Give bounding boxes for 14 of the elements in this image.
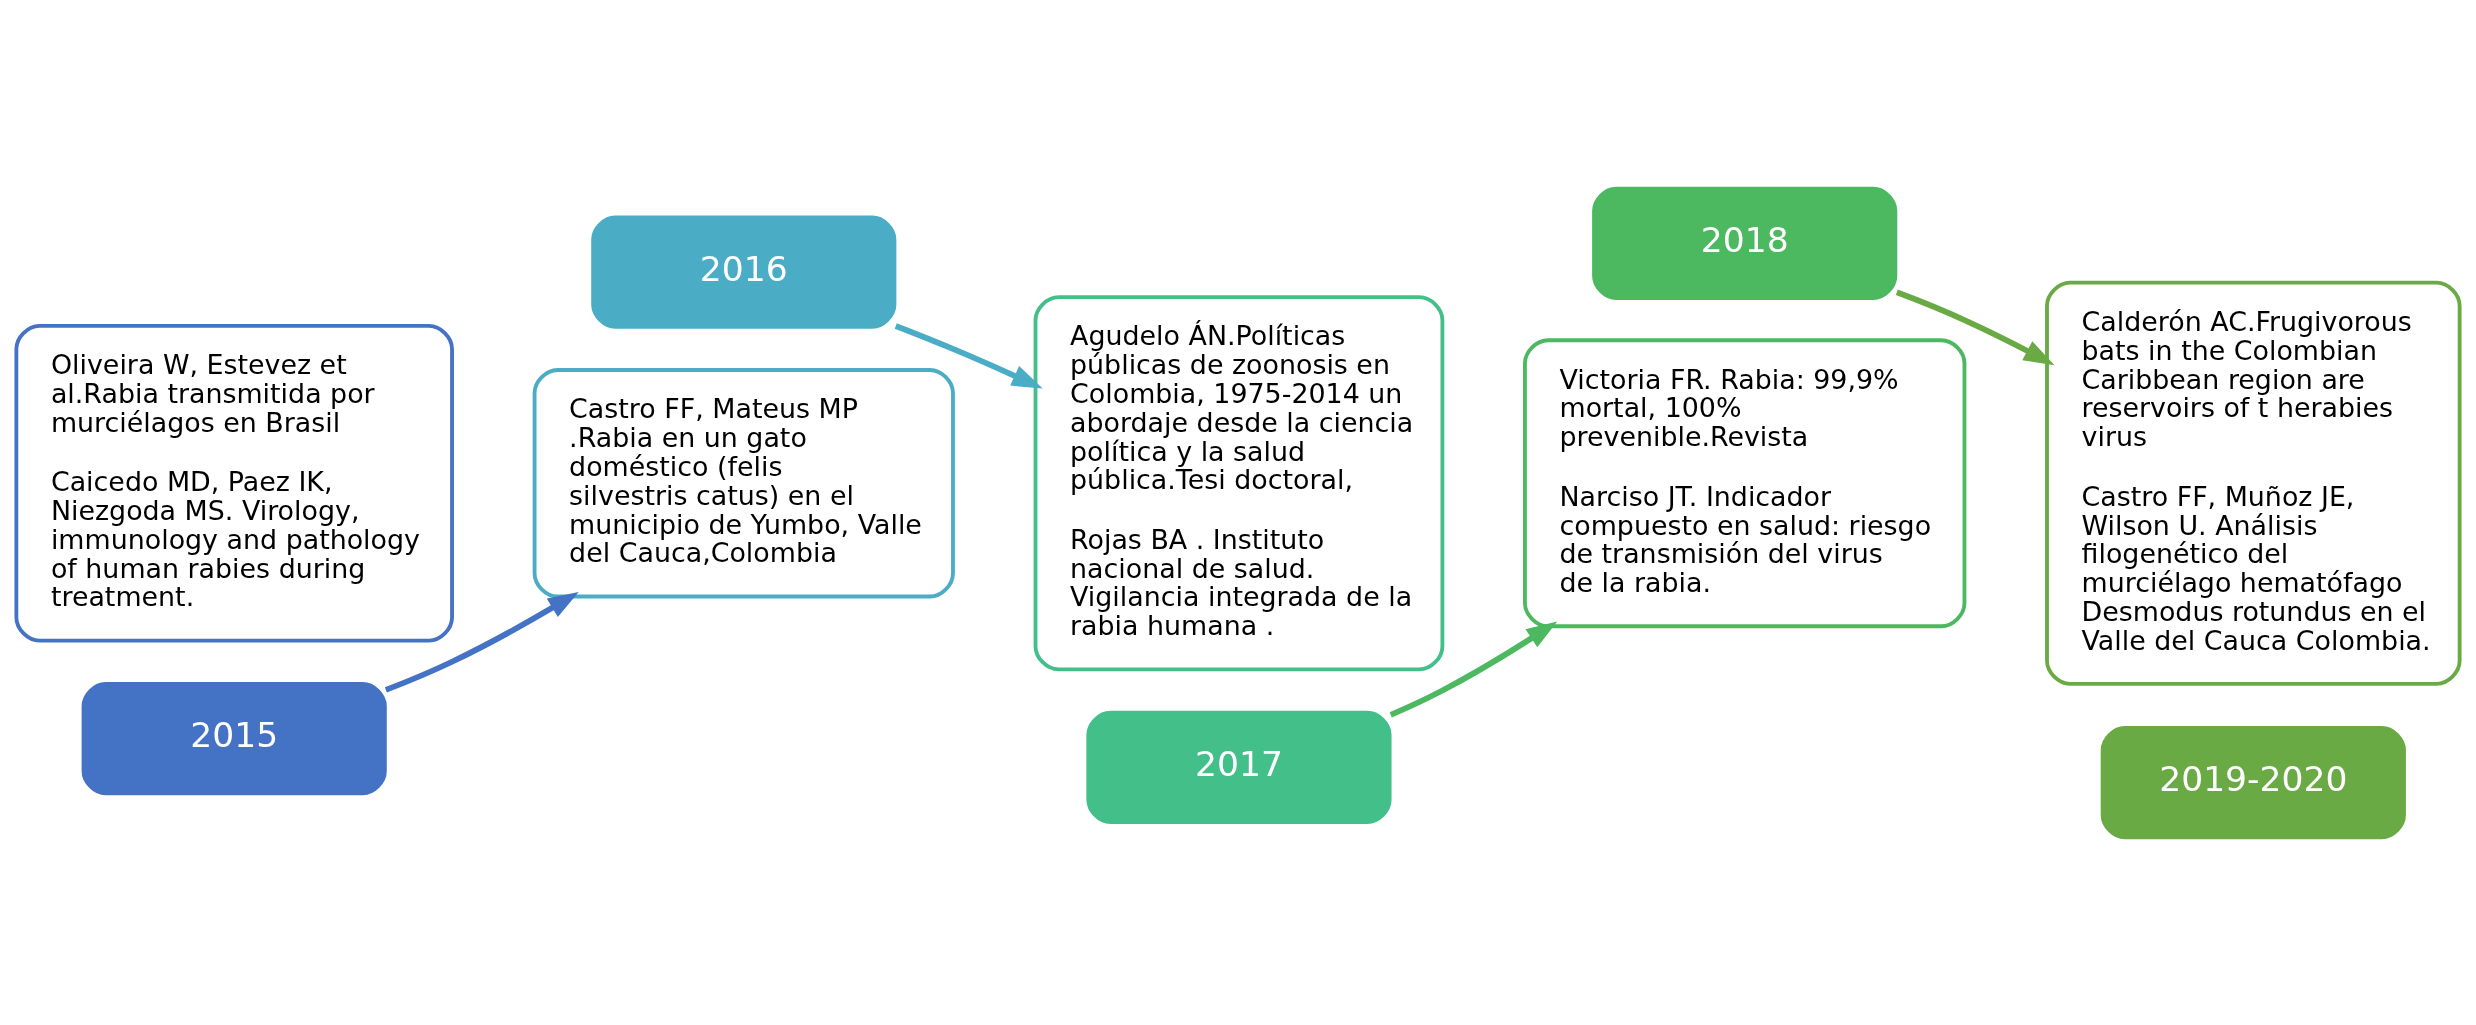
node-box: Oliveira W, Estevez et al.Rabia transmitida por murciélagos en Brasil Caicedo MD, Paez IK, Niezgoda MS. Virology, immunology and pathology of human rabies during treatment. — [14, 323, 454, 643]
node-box: Calderón AC.Frugivorous bats in the Colombian Caribbean region are reservoirs of t herabies virus Castro FF, Muñoz JE, Wilson U. Análisis filogenético del murciélago hematófago Desmodus rotundus en el Valle del Cauca Colombia. — [2045, 280, 2462, 686]
arrow — [1389, 621, 1558, 717]
node-box: 2019-2020 — [2100, 725, 2406, 839]
node-box: Castro FF, Mateus MP .Rabia en un gato doméstico (felis silvestris catus) en el municipio de Yumbo, Valle del Cauca,Colombia — [532, 367, 955, 598]
node-box: Agudelo ÁN.Políticas públicas de zoonosis en Colombia, 1975-2014 un abordaje desde la ciencia política y la salud pública.Tesi doctoral, Rojas BA . Instituto nacional de salud. Vigilancia integrada de la rabia humana . — [1033, 294, 1445, 671]
arrow — [1895, 289, 2055, 365]
node-box: 2015 — [81, 681, 387, 795]
node-box: 2017 — [1086, 710, 1392, 824]
arrow — [894, 322, 1043, 389]
arrow — [384, 591, 579, 693]
node-box: 2016 — [591, 215, 897, 329]
node-box: 2018 — [1592, 186, 1898, 300]
node-box: Victoria FR. Rabia: 99,9% mortal, 100% prevenible.Revista Narciso JT. Indicador compuesto en salud: riesgo de transmisión del virus de la rabia. — [1523, 337, 1967, 628]
